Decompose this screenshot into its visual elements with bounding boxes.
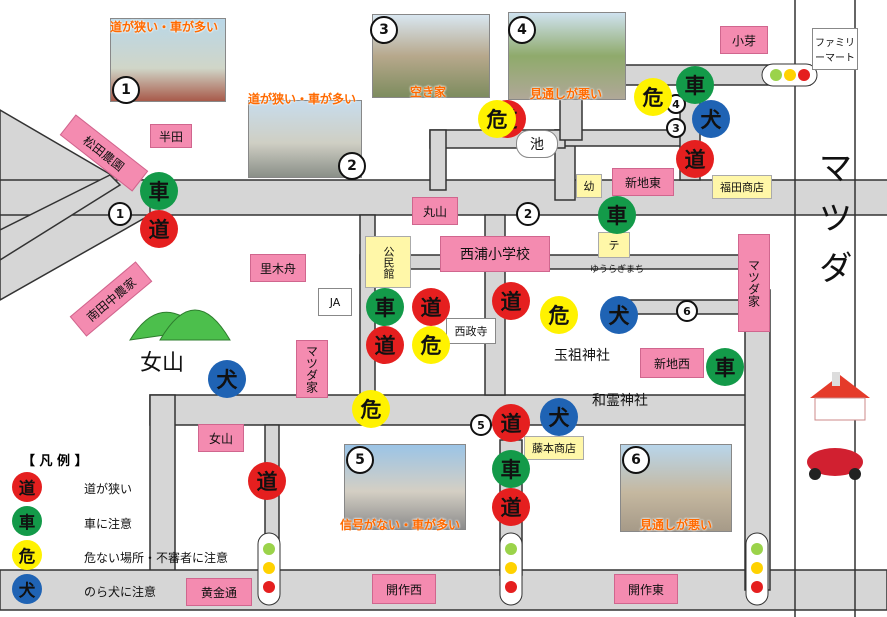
map-number-2: 2 bbox=[516, 202, 540, 226]
place-te: テ bbox=[598, 232, 630, 258]
marker-dog-12: 犬 bbox=[600, 296, 638, 334]
place-matsuda-ke-left: マツダ家 bbox=[296, 340, 328, 398]
map-number-1: 1 bbox=[108, 202, 132, 226]
caption-6: 見通しが悪い bbox=[640, 518, 713, 532]
place-youchien: 幼 bbox=[576, 174, 602, 198]
area-handa: 半田 bbox=[150, 124, 192, 148]
legend-road: 道が狭い bbox=[84, 482, 133, 496]
place-jinja-1: 玉祖神社 bbox=[554, 348, 610, 364]
marker-road-14: 道 bbox=[412, 288, 450, 326]
marker-danger-5: 危 bbox=[634, 78, 672, 116]
area-kaisaku-higashi: 開作東 bbox=[614, 574, 678, 604]
caption-5: 信号がない・車が多い bbox=[340, 518, 461, 532]
road-diag bbox=[0, 174, 122, 261]
caption-1: 道が狭い・車が多い bbox=[110, 20, 219, 34]
marker-car-24: 車 bbox=[706, 348, 744, 386]
caption-2: 道が狭い・車が多い bbox=[248, 92, 357, 106]
marker-dog-7: 犬 bbox=[692, 100, 730, 138]
road-middle bbox=[149, 394, 751, 426]
road-school bbox=[359, 254, 761, 270]
place-ike: 池 bbox=[516, 130, 558, 158]
caption-3: 空き家 bbox=[410, 85, 447, 99]
marker-danger-11: 危 bbox=[540, 296, 578, 334]
road-top-left bbox=[429, 129, 447, 191]
photo-number-3: 3 bbox=[370, 16, 398, 44]
marker-dog-17: 犬 bbox=[208, 360, 246, 398]
place-yuranogakkou: ゆうらぎまち bbox=[590, 265, 645, 275]
place-store-fukuda: 福田商店 bbox=[712, 175, 772, 199]
marker-dog-28: 犬 bbox=[12, 574, 42, 604]
area-satokifune: 里木舟 bbox=[250, 254, 306, 282]
marker-road-25: 道 bbox=[12, 472, 42, 502]
marker-danger-18: 危 bbox=[352, 390, 390, 428]
photo-number-5: 5 bbox=[346, 446, 374, 474]
area-shinchi-higashi: 新地東 bbox=[612, 168, 674, 196]
area-koganedori: 黄金通 bbox=[186, 578, 252, 606]
legend-danger: 危ない場所・不審者に注意 bbox=[84, 551, 229, 565]
marker-road-22: 道 bbox=[492, 488, 530, 526]
legend-dog: のら犬に注意 bbox=[84, 585, 157, 599]
marker-road-8: 道 bbox=[676, 140, 714, 178]
marker-car-26: 車 bbox=[12, 506, 42, 536]
marker-road-19: 道 bbox=[492, 404, 530, 442]
area-onnayama: 女山 bbox=[198, 424, 244, 452]
legend-title: 【 凡 例 】 bbox=[22, 454, 88, 469]
marker-danger-27: 危 bbox=[12, 540, 42, 570]
marker-danger-16: 危 bbox=[412, 326, 450, 364]
traffic-light-bottom-center bbox=[499, 532, 523, 606]
photo-number-6: 6 bbox=[622, 446, 650, 474]
marker-danger-4: 危 bbox=[478, 100, 516, 138]
road-left-vertical bbox=[149, 394, 176, 576]
place-school: 西浦小学校 bbox=[440, 236, 550, 272]
marker-road-10: 道 bbox=[492, 282, 530, 320]
photo-number-4: 4 bbox=[508, 16, 536, 44]
place-store-fujimoto: 藤本商店 bbox=[524, 436, 584, 460]
map-number-6: 6 bbox=[676, 300, 698, 322]
photo-number-1: 1 bbox=[112, 76, 140, 104]
area-maruyama: 丸山 bbox=[412, 197, 458, 225]
area-shinchi-nishi: 新地西 bbox=[640, 348, 704, 378]
marker-car-13: 車 bbox=[366, 288, 404, 326]
map-number-5: 5 bbox=[470, 414, 492, 436]
house-icon bbox=[810, 372, 870, 421]
area-kaisaku-nishi: 開作西 bbox=[372, 574, 436, 604]
traffic-light-bottom-left bbox=[257, 532, 281, 606]
marker-car-1: 車 bbox=[140, 172, 178, 210]
marker-car-9: 車 bbox=[598, 196, 636, 234]
photo-number-2: 2 bbox=[338, 152, 366, 180]
place-family-mart: ファミリーマート bbox=[812, 28, 858, 70]
place-onnayama-hill: 女山 bbox=[140, 351, 185, 376]
marker-road-15: 道 bbox=[366, 326, 404, 364]
traffic-light-bottom-right bbox=[745, 532, 769, 606]
road-name-matsuda: マツダ bbox=[812, 150, 852, 300]
marker-road-23: 道 bbox=[248, 462, 286, 500]
legend-car: 車に注意 bbox=[84, 517, 133, 531]
place-jinja-2: 和霊神社 bbox=[592, 393, 648, 409]
place-matsuda-ke: マツダ家 bbox=[738, 234, 770, 332]
map-number-3: 3 bbox=[666, 118, 686, 138]
place-kouminkan: 公民館 bbox=[365, 236, 411, 288]
area-komeme: 小芽 bbox=[720, 26, 768, 54]
marker-car-21: 車 bbox=[492, 450, 530, 488]
marker-car-6: 車 bbox=[676, 66, 714, 104]
place-teisei: 西政寺 bbox=[446, 318, 496, 344]
marker-dog-20: 犬 bbox=[540, 398, 578, 436]
onnayama-hill bbox=[129, 309, 231, 341]
traffic-light-top bbox=[761, 63, 818, 87]
red-car-icon bbox=[807, 448, 863, 480]
marker-road-2: 道 bbox=[140, 210, 178, 248]
caption-4: 見通しが悪い bbox=[530, 87, 603, 101]
place-ja: JA bbox=[318, 288, 352, 316]
road-bottom bbox=[0, 569, 887, 611]
photo-1 bbox=[110, 18, 226, 102]
